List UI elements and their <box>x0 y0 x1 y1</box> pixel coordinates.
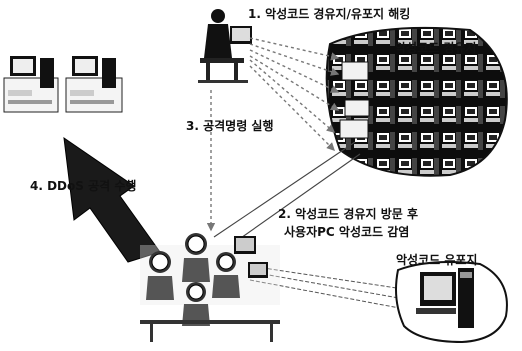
user-group-icon <box>140 233 280 342</box>
visit-lines <box>213 141 361 241</box>
attack-arrow-icon <box>63 136 161 263</box>
download-lines <box>249 265 411 311</box>
cluster-label: 악성코드 경유지 <box>395 40 476 55</box>
server-cluster-icon <box>325 26 508 177</box>
zombie-pc-icon <box>3 56 59 113</box>
step2-label-line1: 2. 악성코드 경유지 방문 후 <box>278 206 418 221</box>
distributor-server-icon <box>395 261 508 344</box>
step1-label: 1. 악성코드 경유지/유포지 해킹 <box>248 6 410 21</box>
step2-label-line2: 사용자PC 악성코드 감염 <box>284 224 409 239</box>
step3-label: 3. 공격명령 실행 <box>186 118 274 133</box>
hacker-icon <box>198 9 252 83</box>
zombie-pc-icon <box>65 56 123 113</box>
infection-arrows <box>249 37 340 151</box>
distributor-label: 악성코드 유포지 <box>396 252 477 267</box>
step4-label: 4. DDoS 공격 수행 <box>30 178 136 193</box>
